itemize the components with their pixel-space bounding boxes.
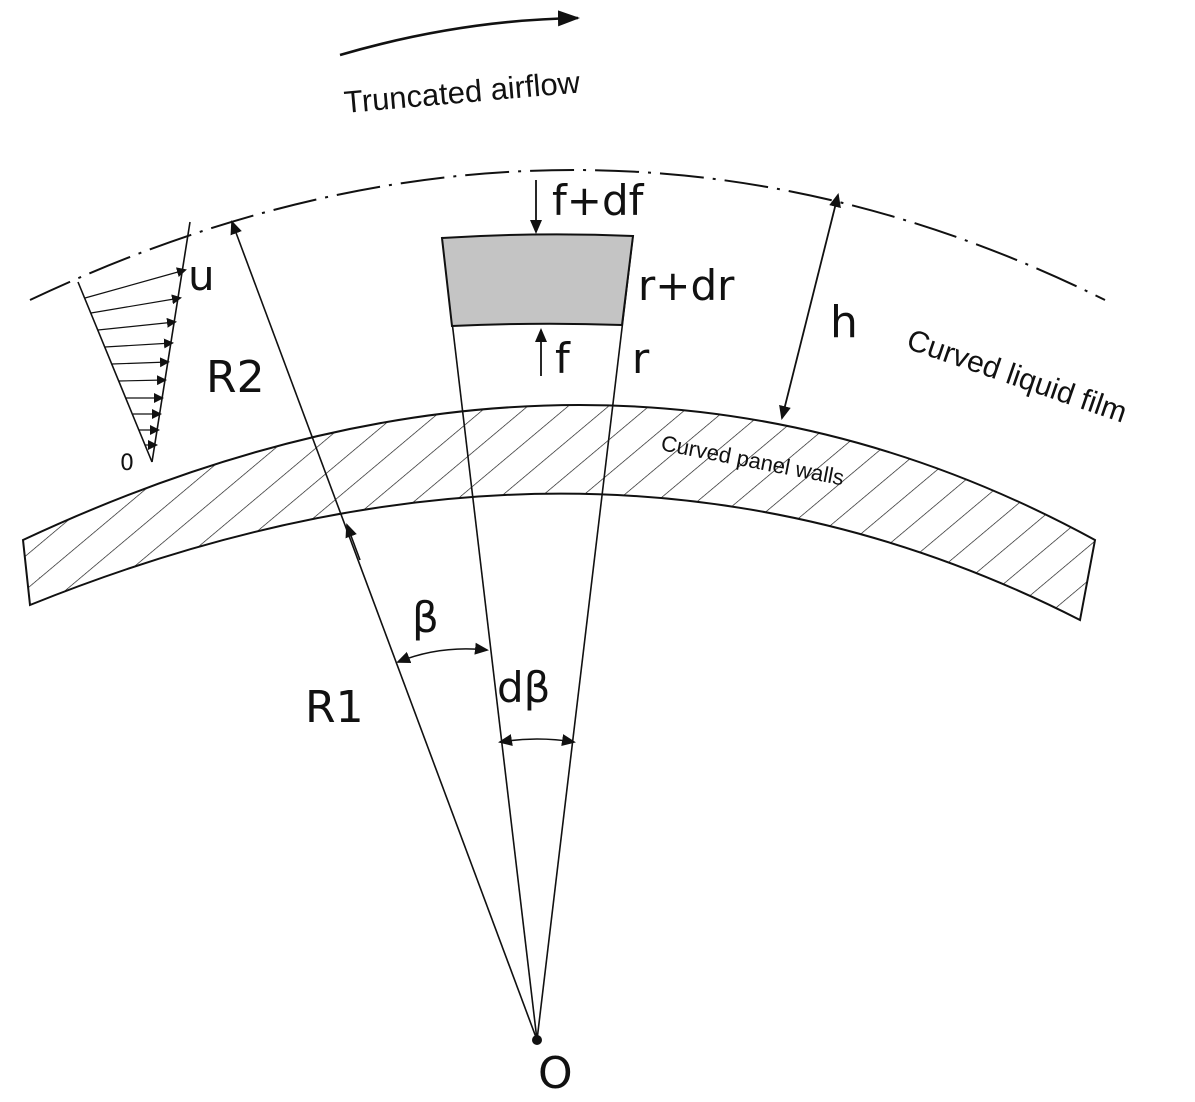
- dbeta-arc: [498, 734, 576, 747]
- beta-arc: [396, 642, 489, 664]
- velocity-label: u: [188, 251, 215, 300]
- liquid-film-surface: [29, 169, 1106, 301]
- dbeta-label: dβ: [497, 663, 550, 712]
- zero-label: 0: [120, 451, 134, 476]
- element-side-right: [536, 235, 634, 1041]
- radius-line-left: [230, 220, 538, 1041]
- fluid-element: [440, 233, 635, 328]
- origin-point: [532, 1035, 542, 1045]
- force-top-label: f+df: [552, 176, 645, 225]
- velocity-profile: [77, 221, 191, 463]
- force-bottom-label: f: [555, 334, 571, 383]
- beta-label: β: [412, 593, 439, 642]
- element-side-left: [441, 236, 538, 1041]
- r1-label: R1: [305, 682, 364, 733]
- airflow-label: Truncated airflow: [343, 64, 582, 120]
- radius-r1-arrow: [345, 523, 361, 561]
- radius-outer-label: r+dr: [638, 261, 735, 310]
- radius-inner-label: r: [632, 334, 650, 383]
- airflow-arrow: [339, 10, 580, 57]
- thickness-arrow: [779, 193, 841, 420]
- origin-label: O: [538, 1048, 573, 1099]
- thickness-label: h: [830, 297, 858, 348]
- liquid-film-label: Curved liquid film: [903, 323, 1131, 429]
- panel-wall: [21, 404, 1097, 622]
- r2-text: R2: [206, 352, 265, 403]
- r2-label: R2: [206, 352, 265, 403]
